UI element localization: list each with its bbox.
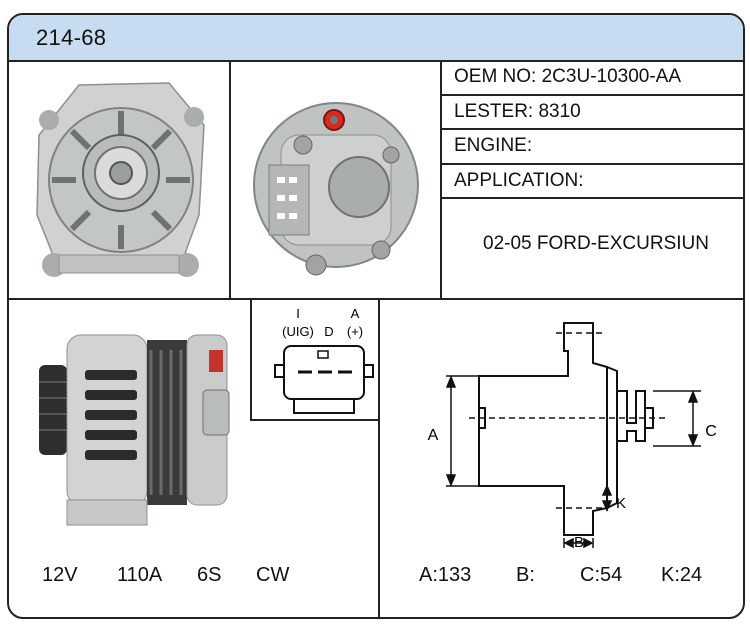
pin-label-d: D bbox=[324, 324, 333, 339]
divider-v-specs bbox=[440, 60, 442, 298]
dimension-a-value: A:133 bbox=[419, 564, 472, 586]
divider-h-spec1 bbox=[442, 94, 743, 96]
application-label: APPLICATION: bbox=[454, 170, 584, 191]
dimension-label-a: A bbox=[428, 427, 439, 444]
divider-h-middle bbox=[9, 298, 743, 300]
dimension-k-value: K:24 bbox=[661, 564, 703, 586]
divider-h-spec2 bbox=[442, 128, 743, 130]
dimension-b-value: B: bbox=[516, 564, 535, 586]
dimension-label-k: K bbox=[616, 495, 626, 512]
pulley-grooves: 6S bbox=[197, 564, 222, 586]
oem-number: OEM NO: 2C3U-10300-AA bbox=[454, 66, 682, 87]
pin-label-plus: (+) bbox=[347, 324, 363, 339]
part-number: 214-68 bbox=[36, 25, 107, 50]
sheet-frame: 214-68 OEM NO: 2C3U-10300-AA LESTER: 831… bbox=[7, 13, 745, 619]
lester-number: LESTER: 8310 bbox=[454, 101, 581, 122]
plug-box-left bbox=[250, 300, 252, 421]
alternator-front-photo bbox=[36, 82, 205, 277]
voltage: 12V bbox=[42, 564, 78, 586]
rotation: CW bbox=[256, 564, 290, 586]
alternator-rear-photo bbox=[253, 102, 419, 276]
pin-label-uig: (UIG) bbox=[282, 324, 314, 339]
dimension-c-value: C:54 bbox=[580, 564, 623, 586]
dimension-label-c: C bbox=[705, 423, 717, 440]
engine-label: ENGINE: bbox=[454, 135, 533, 156]
header-bar: 214-68 bbox=[9, 15, 743, 62]
divider-v-bottom bbox=[378, 300, 380, 617]
divider-v-photos bbox=[229, 60, 231, 298]
divider-h-spec3 bbox=[442, 163, 743, 165]
divider-h-spec4 bbox=[442, 197, 743, 199]
pin-label-a: A bbox=[351, 306, 360, 321]
dimension-diagram: A C K B bbox=[428, 322, 717, 548]
application-value: 02-05 FORD-EXCURSIUN bbox=[483, 233, 709, 254]
connector-plug-diagram: I (UIG) D A (+) bbox=[274, 306, 374, 414]
alternator-side-photo bbox=[39, 334, 230, 526]
dimension-label-b: B bbox=[574, 534, 584, 548]
pin-label-i: I bbox=[296, 306, 300, 321]
amperage: 110A bbox=[117, 564, 163, 586]
plug-box-bottom bbox=[250, 419, 380, 421]
